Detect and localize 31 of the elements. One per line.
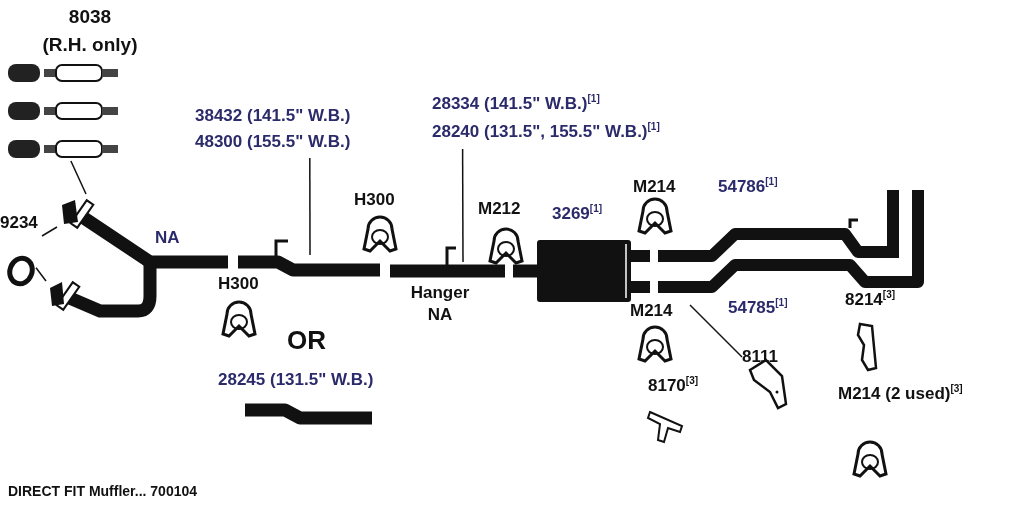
part-number-label: M214: [630, 301, 673, 321]
hanger-note: Hanger NA: [409, 282, 471, 326]
part-number-label: (R.H. only): [41, 33, 139, 57]
part-number-label: H300: [218, 274, 259, 294]
gasket-ring-icon: [6, 255, 36, 287]
leader-line: [70, 160, 87, 195]
leader-line: [41, 226, 58, 237]
part-number-label: M212: [478, 199, 521, 219]
leader-line: [689, 304, 743, 358]
part-number-label: 48300 (155.5" W.B.): [195, 131, 352, 153]
part-number-label: 38432 (141.5" W.B.): [195, 105, 352, 127]
or-text: OR: [287, 325, 326, 355]
part-number-label: 3269$^{[1]}$: [552, 204, 603, 224]
leader-line: [461, 148, 464, 263]
pipe-note: NA: [155, 228, 180, 248]
part-number-label: 8214$^{[3]}$: [845, 290, 896, 310]
part-number-label: 8170$^{[3]}$: [648, 376, 699, 396]
part-number-label: 8111: [742, 347, 779, 367]
part-number-label: M214: [633, 177, 676, 197]
leader-line: [35, 267, 47, 282]
part-number-label: 28334 (141.5" W.B.)$^{[1]}$: [432, 92, 601, 115]
caption: DIRECT FIT Muffler... 700104: [8, 483, 198, 499]
part-number-label: 28245 (131.5" W.B.): [218, 370, 374, 390]
part-number-label: 54786$^{[1]}$: [718, 177, 778, 197]
part-number-label: 8038: [67, 5, 113, 29]
part-number-label: 9234: [0, 213, 39, 233]
part-number-label: M214 (2 used)$^{[3]}$: [838, 384, 963, 404]
part-number-label: 28240 (131.5", 155.5" W.B.)$^{[1]}$: [432, 120, 661, 143]
part-number-label: H300: [354, 190, 395, 210]
part-number-label: 54785$^{[1]}$: [728, 298, 788, 318]
leader-line: [309, 157, 311, 256]
